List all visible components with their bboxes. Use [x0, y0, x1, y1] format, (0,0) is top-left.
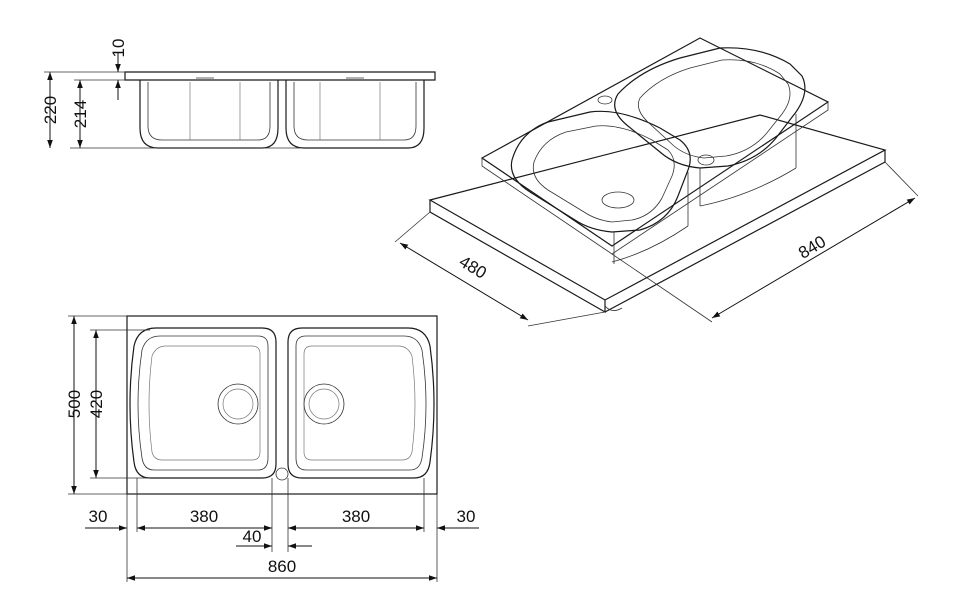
- side-right-bowl: [285, 80, 425, 149]
- side-right-bowl-inner: [293, 82, 417, 141]
- iso-back-bowl: [614, 47, 806, 169]
- top-dim-420-label: 420: [87, 390, 106, 418]
- top-dim-40-label: 40: [243, 527, 262, 546]
- iso-back-bowl-body: [699, 114, 797, 207]
- top-left-bowl-floor: [148, 345, 261, 461]
- top-right-drain: [303, 383, 345, 425]
- side-left-bowl-inner: [147, 82, 271, 141]
- side-left-bowl: [139, 80, 279, 149]
- top-tap-hole: [275, 467, 289, 481]
- side-rim: [124, 71, 436, 81]
- top-dim-380-left-label: 380: [190, 507, 218, 526]
- top-left-bowl-inner: [137, 335, 269, 471]
- iso-tap-hole: [597, 95, 613, 105]
- iso-front-drain: [601, 191, 635, 209]
- iso-dim-480-label: 480: [456, 252, 490, 283]
- iso-dim-ext: [884, 161, 919, 197]
- iso-dim-ext: [527, 311, 606, 327]
- top-right-bowl-floor: [303, 345, 416, 461]
- iso-view: 480 840: [394, 37, 919, 327]
- iso-front-bowl-body: [611, 172, 689, 264]
- top-right-drain-inner: [308, 388, 340, 420]
- top-dim-500-label: 500: [65, 390, 84, 418]
- top-right-bowl: [287, 327, 435, 479]
- iso-back-tap-hole: [697, 154, 715, 166]
- iso-dim-840-line: [711, 197, 916, 319]
- dim-214-label: 214: [71, 100, 90, 128]
- iso-sink-plate-edge: [481, 102, 829, 255]
- iso-countertop-edge: [604, 305, 623, 311]
- iso-back-bowl-inner: [637, 59, 791, 159]
- top-dim-380-right-label: 380: [342, 507, 370, 526]
- top-dim-30-right-label: 30: [457, 507, 476, 526]
- dim-10-label: 10: [109, 39, 128, 58]
- top-right-bowl-inner: [295, 335, 427, 471]
- iso-countertop-front: [429, 200, 606, 314]
- top-view: 500 420 30 380 380 30 40 860: [65, 315, 479, 582]
- iso-dim-840-label: 840: [795, 232, 829, 263]
- top-left-drain: [217, 383, 259, 425]
- top-dim-30-left-label: 30: [89, 507, 108, 526]
- top-left-drain-inner: [222, 388, 254, 420]
- side-view: 220 214 10: [41, 39, 436, 149]
- iso-dim-480-line: [399, 242, 529, 321]
- dim-220-label: 220: [41, 96, 60, 124]
- iso-dim-ext: [394, 211, 431, 243]
- top-outer-plate: [126, 315, 438, 495]
- iso-countertop-top: [428, 114, 887, 301]
- iso-dim-ext: [611, 253, 713, 323]
- top-left-bowl: [129, 327, 277, 479]
- top-dim-860-label: 860: [268, 557, 296, 576]
- iso-front-bowl: [510, 110, 691, 233]
- iso-front-bowl-inner: [532, 125, 675, 223]
